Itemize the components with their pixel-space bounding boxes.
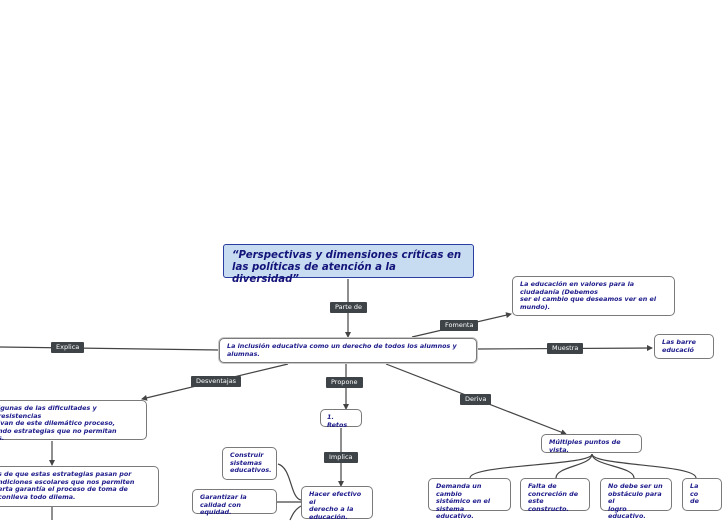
label-fomenta[interactable]: Fomenta (440, 320, 479, 331)
topic-hacer-efectivo[interactable]: Hacer efectivo el derecho a la educación… (301, 486, 373, 521)
label-desventajas[interactable]: Desventajas (191, 376, 242, 387)
topic-retos[interactable]: 1. Retos (320, 409, 362, 428)
link-hacer-tail (289, 505, 302, 521)
topic-educacion-valores[interactable]: La educación en valores para la ciudadan… (512, 276, 675, 316)
topic-construir[interactable]: Construir sistemas educativos. (222, 447, 277, 480)
topic-cut-off[interactable]: La co de (682, 478, 722, 511)
label-implica[interactable]: Implica (324, 452, 358, 463)
topic-demanda-cambio[interactable]: Demanda un cambio sistémico en el sistem… (428, 478, 511, 520)
topic-falta-concrecion[interactable]: Falta de concreción de este constructo. (520, 478, 590, 513)
topic-dificultades[interactable]: lgunas de las dificultades y resistencia… (0, 400, 147, 442)
topic-garantizar[interactable]: Garantizar la calidad con equidad. (192, 489, 277, 516)
link-construir (277, 463, 302, 501)
link-multiples-4 (591, 453, 697, 479)
label-explica[interactable]: Explica (51, 342, 85, 353)
label-propone[interactable]: Propone (326, 377, 363, 388)
label-parte-de[interactable]: Parte de (330, 302, 368, 313)
root-topic[interactable]: “Perspectivas y dimensiones críticas en … (223, 244, 474, 285)
link-explica (0, 346, 220, 351)
link-multiples-3 (591, 453, 635, 479)
link-multiples-1 (469, 453, 593, 479)
topic-no-obstaculo[interactable]: No debe ser un obstáculo para el logro e… (600, 478, 672, 520)
central-topic[interactable]: La inclusión educativa como un derecho d… (219, 338, 477, 363)
label-deriva[interactable]: Deriva (460, 394, 492, 405)
topic-barreras[interactable]: Las barre educació (654, 334, 714, 359)
label-muestra[interactable]: Muestra (547, 343, 584, 354)
link-multiples-2 (555, 453, 593, 479)
mind-map-canvas: “Perspectivas y dimensiones críticas en … (0, 244, 722, 521)
topic-estrategias[interactable]: s de que estas estrategias pasan por ndi… (0, 466, 159, 507)
topic-multiples-puntos[interactable]: Múltiples puntos de vista. (541, 434, 642, 453)
